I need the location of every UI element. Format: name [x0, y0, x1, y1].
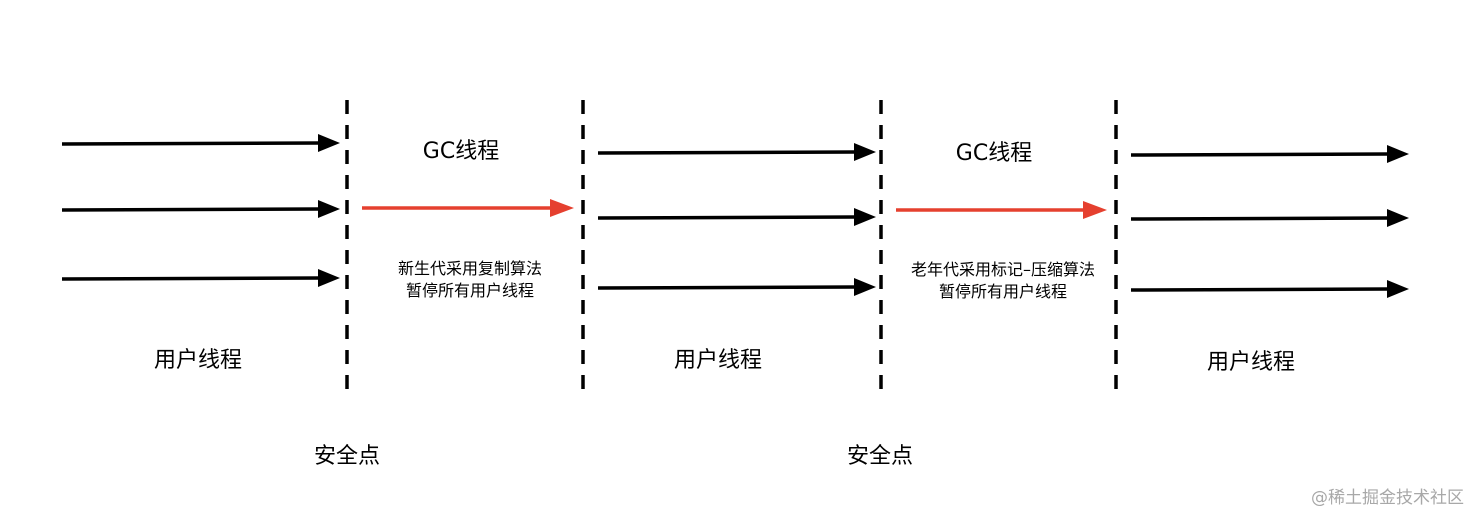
young-gen-description: 新生代采用复制算法 暂停所有用户线程 — [398, 258, 542, 302]
user-thread-arrow — [597, 150, 857, 155]
arrowhead-icon — [1387, 209, 1409, 227]
arrowhead-icon — [318, 134, 340, 152]
old-gen-algorithm-text: 老年代采用标记–压缩算法 — [910, 260, 1096, 279]
user-threads-label-1: 用户线程 — [153, 348, 243, 373]
arrowhead-icon — [854, 278, 876, 296]
young-gen-algorithm-text: 新生代采用复制算法 — [397, 259, 543, 278]
user-threads-section-2 — [597, 143, 876, 296]
gc-thread-section-2 — [896, 201, 1107, 219]
old-gen-description: 老年代采用标记–压缩算法 暂停所有用户线程 — [911, 259, 1095, 303]
user-thread-arrow — [1130, 152, 1390, 157]
user-thread-arrow — [61, 207, 321, 212]
arrowhead-icon — [1387, 145, 1409, 163]
old-gen-pause-text: 暂停所有用户线程 — [938, 282, 1068, 301]
gc-thread-label-1: GC线程 — [422, 139, 500, 164]
arrowhead-icon — [318, 269, 340, 287]
young-gen-pause-text: 暂停所有用户线程 — [405, 281, 535, 300]
arrowhead-icon — [1387, 280, 1409, 298]
user-thread-arrow — [61, 276, 321, 281]
user-thread-arrow — [1130, 216, 1390, 221]
user-threads-label-3: 用户线程 — [1206, 350, 1296, 375]
user-threads-label-2: 用户线程 — [673, 348, 763, 373]
user-thread-arrow — [597, 215, 857, 220]
safepoint-label-1: 安全点 — [313, 444, 381, 469]
watermark: @稀土掘金技术社区 — [1311, 488, 1464, 508]
user-threads-section-3 — [1130, 145, 1409, 298]
gc-thread-section-1 — [362, 199, 574, 217]
arrowhead-icon — [1083, 201, 1107, 219]
arrowhead-icon — [550, 199, 574, 217]
user-thread-arrow — [597, 285, 857, 290]
user-threads-section-1 — [61, 134, 340, 287]
arrowhead-icon — [854, 208, 876, 226]
gc-thread-label-2: GC线程 — [955, 141, 1033, 166]
arrowhead-icon — [854, 143, 876, 161]
user-thread-arrow — [61, 141, 321, 146]
user-thread-arrow — [1130, 287, 1390, 292]
safepoint-label-2: 安全点 — [846, 444, 914, 469]
arrowhead-icon — [318, 200, 340, 218]
